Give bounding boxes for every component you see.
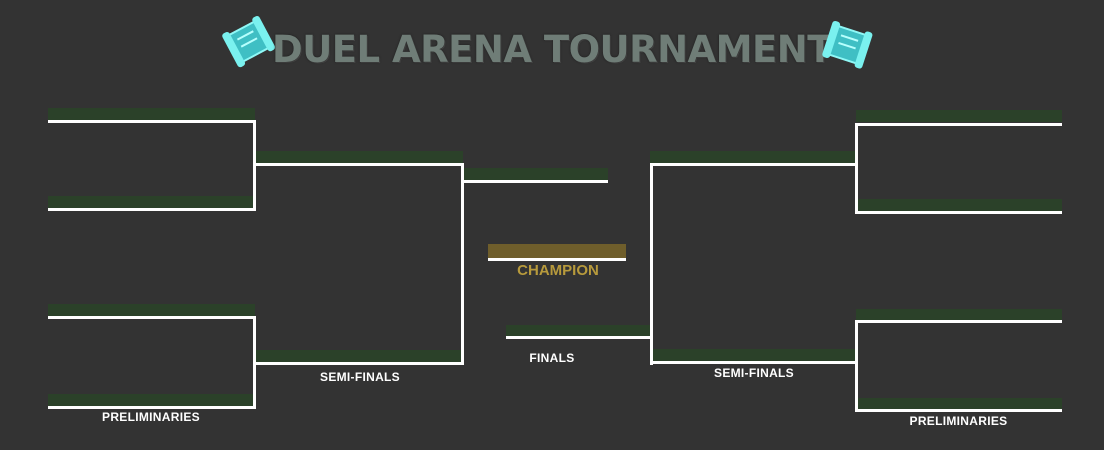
round-label-semi-finals-left: SEMI-FINALS: [320, 370, 400, 384]
prelim-slot-left-1[interactable]: [48, 108, 255, 120]
prelim-slot-right-4[interactable]: [856, 398, 1062, 410]
bracket-line: [256, 362, 463, 365]
round-label-semi-finals-right: SEMI-FINALS: [714, 366, 794, 380]
bracket-line: [856, 123, 1062, 126]
bracket-line: [48, 406, 255, 409]
round-label-preliminaries-right: PRELIMINARIES: [909, 414, 1008, 428]
prelim-slot-left-2[interactable]: [48, 196, 255, 208]
prelim-slot-left-3[interactable]: [48, 304, 255, 316]
bracket-line: [650, 163, 855, 166]
bracket-line: [256, 163, 463, 166]
finals-slot-right[interactable]: [506, 325, 651, 337]
bracket-connector: [855, 320, 858, 412]
bracket-line: [464, 180, 608, 183]
semi-slot-left-2[interactable]: [256, 350, 463, 362]
left-banner-icon: [222, 12, 278, 72]
bracket-connector: [650, 163, 653, 365]
title-bar: DUEL ARENA TOURNAMENT: [0, 28, 1104, 82]
bracket-line: [48, 120, 255, 123]
bracket-connector: [253, 316, 256, 409]
semi-slot-right-2[interactable]: [650, 349, 855, 361]
bracket-line: [650, 361, 855, 364]
champion-slot[interactable]: [488, 244, 626, 258]
right-banner-icon: [820, 16, 876, 76]
bracket-connector: [855, 123, 858, 214]
bracket-line: [48, 208, 255, 211]
prelim-slot-right-3[interactable]: [856, 309, 1062, 321]
bracket-line: [856, 409, 1062, 412]
round-label-finals: FINALS: [529, 351, 575, 365]
round-label-preliminaries-left: PRELIMINARIES: [102, 410, 200, 424]
bracket-line: [48, 316, 255, 319]
bracket-line: [856, 211, 1062, 214]
champion-label: CHAMPION: [517, 262, 599, 279]
finals-slot-left[interactable]: [464, 168, 608, 180]
bracket-line: [506, 336, 651, 339]
semi-slot-left-1[interactable]: [256, 151, 463, 163]
bracket-connector: [461, 163, 464, 365]
tournament-title: DUEL ARENA TOURNAMENT: [271, 28, 833, 71]
prelim-slot-left-4[interactable]: [48, 394, 255, 406]
champion-line: [488, 258, 626, 261]
semi-slot-right-1[interactable]: [650, 151, 855, 163]
bracket-connector: [253, 120, 256, 211]
prelim-slot-right-1[interactable]: [856, 110, 1062, 122]
bracket-line: [856, 320, 1062, 323]
prelim-slot-right-2[interactable]: [856, 199, 1062, 211]
